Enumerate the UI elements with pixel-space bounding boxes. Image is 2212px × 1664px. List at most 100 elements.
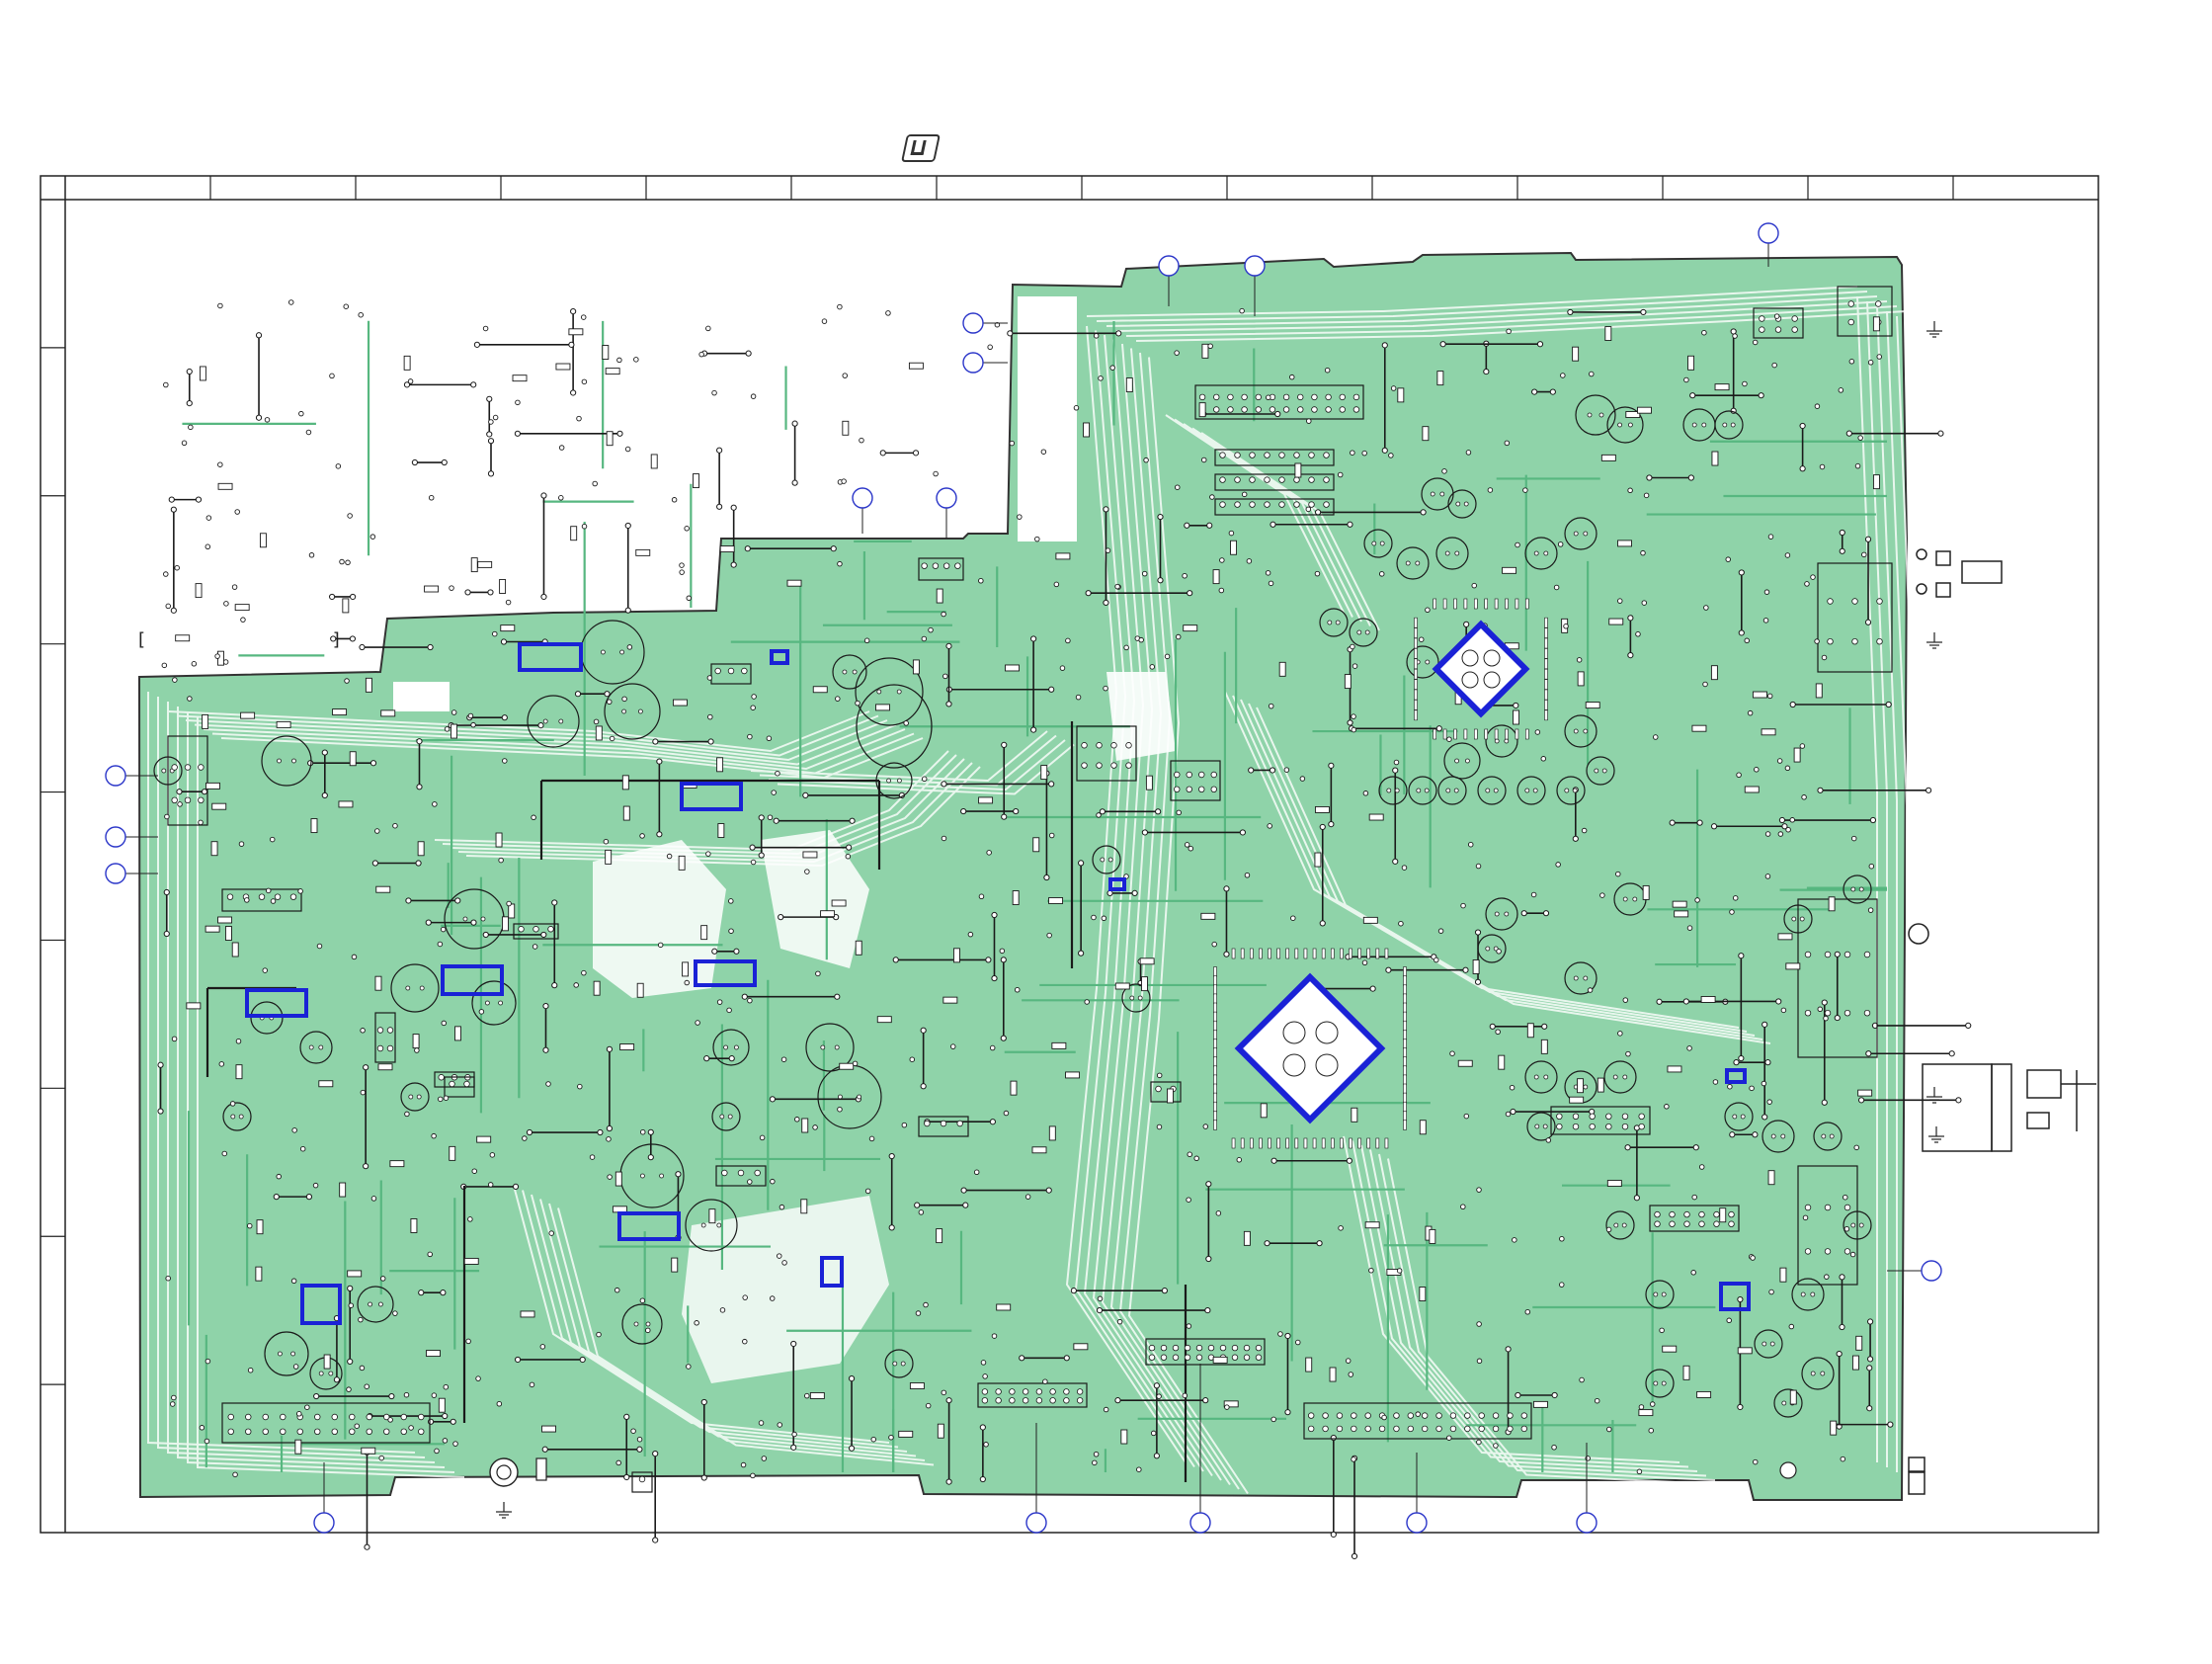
capacitor-lead (1662, 1292, 1666, 1296)
jumper-end (1779, 817, 1784, 822)
connector-pin (922, 563, 928, 569)
solder-pad (1188, 846, 1193, 851)
external-connectors (1909, 549, 2096, 1494)
smd-resistor (339, 801, 353, 807)
solder-pad (1104, 686, 1108, 691)
solder-pad (1240, 308, 1245, 313)
jumper-end (331, 636, 336, 641)
smd-resistor (1711, 666, 1717, 680)
solder-pad (1777, 759, 1782, 764)
capacitor-lead (1486, 789, 1490, 792)
solder-pad (1660, 1328, 1665, 1333)
connector-pin (1465, 1426, 1471, 1432)
solder-pad (1589, 372, 1594, 376)
solder-pad (1188, 1152, 1192, 1157)
solder-pad (1743, 381, 1748, 386)
jumper-end (1800, 423, 1805, 428)
capacitor-lead (1859, 887, 1863, 891)
capacitor-lead (1495, 739, 1499, 743)
ic-pin-pad (1415, 680, 1418, 690)
ic-pin-pad (1404, 1039, 1407, 1048)
solder-pad (871, 1437, 876, 1442)
solder-pad (729, 899, 734, 904)
capacitor-lead (559, 719, 563, 723)
capacitor-lead (1395, 789, 1399, 792)
jumper-end (770, 1097, 775, 1102)
solder-pad (317, 944, 322, 949)
ic-pin-pad (1525, 599, 1528, 609)
ic-pin-pad (1545, 628, 1548, 638)
jumper-end (961, 808, 966, 813)
ic-pin-pad (1214, 1066, 1217, 1076)
solder-pad (1468, 842, 1473, 847)
solder-pad (604, 839, 609, 844)
capacitor-lead (1623, 1075, 1627, 1079)
jumper-end (986, 957, 991, 962)
connector-pin (401, 1414, 407, 1420)
solder-pad (782, 1261, 787, 1266)
ic-pin-pad (1350, 1138, 1352, 1148)
ic-pin-pad (1404, 1066, 1407, 1076)
ic-pin-pad (1367, 949, 1370, 958)
ic-pin-pad (1214, 1111, 1217, 1121)
capacitor-lead (893, 1362, 897, 1366)
ic-pin-pad (1545, 710, 1548, 720)
ic-pin-pad (1350, 949, 1352, 958)
solder-pad (751, 860, 756, 865)
jumper-end (1484, 369, 1489, 374)
connector-pin (314, 1414, 320, 1420)
jumper-end (1370, 986, 1375, 991)
jumper-end (1490, 1024, 1495, 1029)
solder-pad (742, 1339, 747, 1344)
capacitor-lead (1357, 630, 1361, 634)
connector-pin (332, 1414, 338, 1420)
connector-pin (1684, 1221, 1690, 1227)
connector-pin (1760, 327, 1765, 333)
pcb-copper-area (139, 253, 1907, 1500)
solder-pad (685, 980, 690, 985)
ic-pin-pad (1241, 949, 1244, 958)
solder-pad (1338, 472, 1343, 477)
smd-resistor (1202, 344, 1208, 358)
solder-pad (712, 390, 717, 395)
solder-pad (922, 636, 927, 641)
jumper-end (465, 590, 470, 595)
solder-pad (1306, 507, 1311, 512)
mount-tab (536, 1458, 546, 1480)
jumper-end (364, 1164, 369, 1169)
solder-pad (347, 1387, 352, 1392)
solder-pad (1641, 550, 1646, 555)
capacitor-lead (1445, 551, 1449, 555)
jumper-end (1739, 1055, 1744, 1060)
connector-pin (1848, 319, 1854, 325)
jumper-end (487, 432, 492, 437)
ic-pin-pad (1214, 1120, 1217, 1129)
capacitor-lead (1486, 947, 1490, 951)
jumper-end (1285, 1410, 1290, 1415)
solder-pad (265, 418, 270, 423)
solder-pad (472, 1169, 477, 1174)
connector-pin (1010, 1397, 1016, 1403)
jumper-end (428, 644, 433, 649)
jumper-end (1049, 687, 1054, 692)
connector-pin (1852, 599, 1858, 605)
ic-pin-pad (1415, 628, 1418, 638)
ic-pin-pad (1404, 985, 1407, 995)
solder-pad (299, 411, 304, 416)
reference-marker (937, 488, 956, 508)
solder-pad (1687, 1046, 1692, 1051)
connector-pin (1805, 1010, 1811, 1016)
smd-resistor (1639, 1410, 1653, 1416)
jumper-end (1532, 389, 1537, 394)
jumper-end (1008, 331, 1013, 336)
jumper-end (1870, 817, 1875, 822)
jumper-end (426, 920, 431, 925)
connector-pin (314, 1429, 320, 1435)
jumper-end (1320, 921, 1325, 926)
solder-pad (1102, 916, 1106, 921)
solder-pad (1339, 1226, 1344, 1231)
connector-pin (1557, 1123, 1563, 1129)
connector-pin (464, 1081, 470, 1087)
smd-resistor (1873, 475, 1879, 489)
solder-pad (1291, 916, 1296, 921)
